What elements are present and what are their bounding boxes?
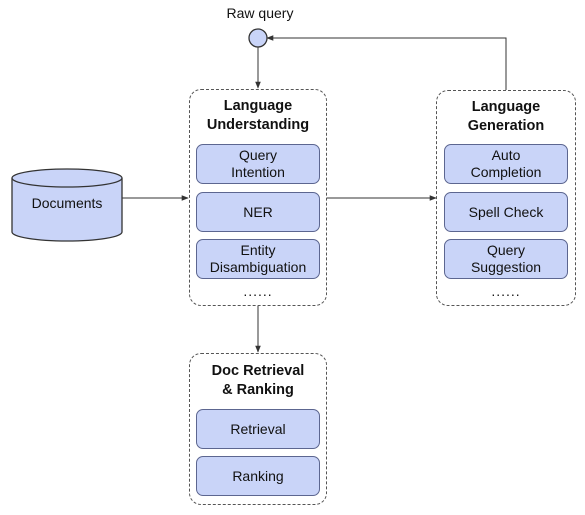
query-intention-box: Query Intention — [196, 144, 320, 184]
raw-query-label: Raw query — [226, 5, 294, 21]
language-understanding-group: Language Understanding Query Intention N… — [189, 89, 327, 306]
spell-check-box: Spell Check — [444, 192, 568, 232]
ner-box: NER — [196, 192, 320, 232]
language-generation-title: Language Generation — [467, 99, 545, 134]
retrieval-box: Retrieval — [196, 409, 320, 449]
generation-ellipsis: ...... — [491, 283, 521, 299]
understanding-ellipsis: ...... — [243, 283, 273, 299]
ranking-box: Ranking — [196, 456, 320, 496]
doc-retrieval-ranking-group: Doc Retrieval & Ranking Retrieval Rankin… — [189, 353, 327, 505]
documents-cylinder — [11, 168, 123, 242]
query-suggestion-box: Query Suggestion — [444, 239, 568, 279]
doc-retrieval-ranking-title: Doc Retrieval & Ranking — [211, 363, 305, 398]
arrow-generation-to-raw-query — [266, 35, 507, 90]
language-understanding-title: Language Understanding — [206, 98, 310, 133]
language-generation-group: Language Generation Auto Completion Spel… — [436, 90, 576, 306]
raw-query-node — [248, 28, 268, 48]
documents-label: Documents — [31, 195, 103, 211]
entity-disambiguation-box: Entity Disambiguation — [196, 239, 320, 279]
auto-completion-box: Auto Completion — [444, 144, 568, 184]
